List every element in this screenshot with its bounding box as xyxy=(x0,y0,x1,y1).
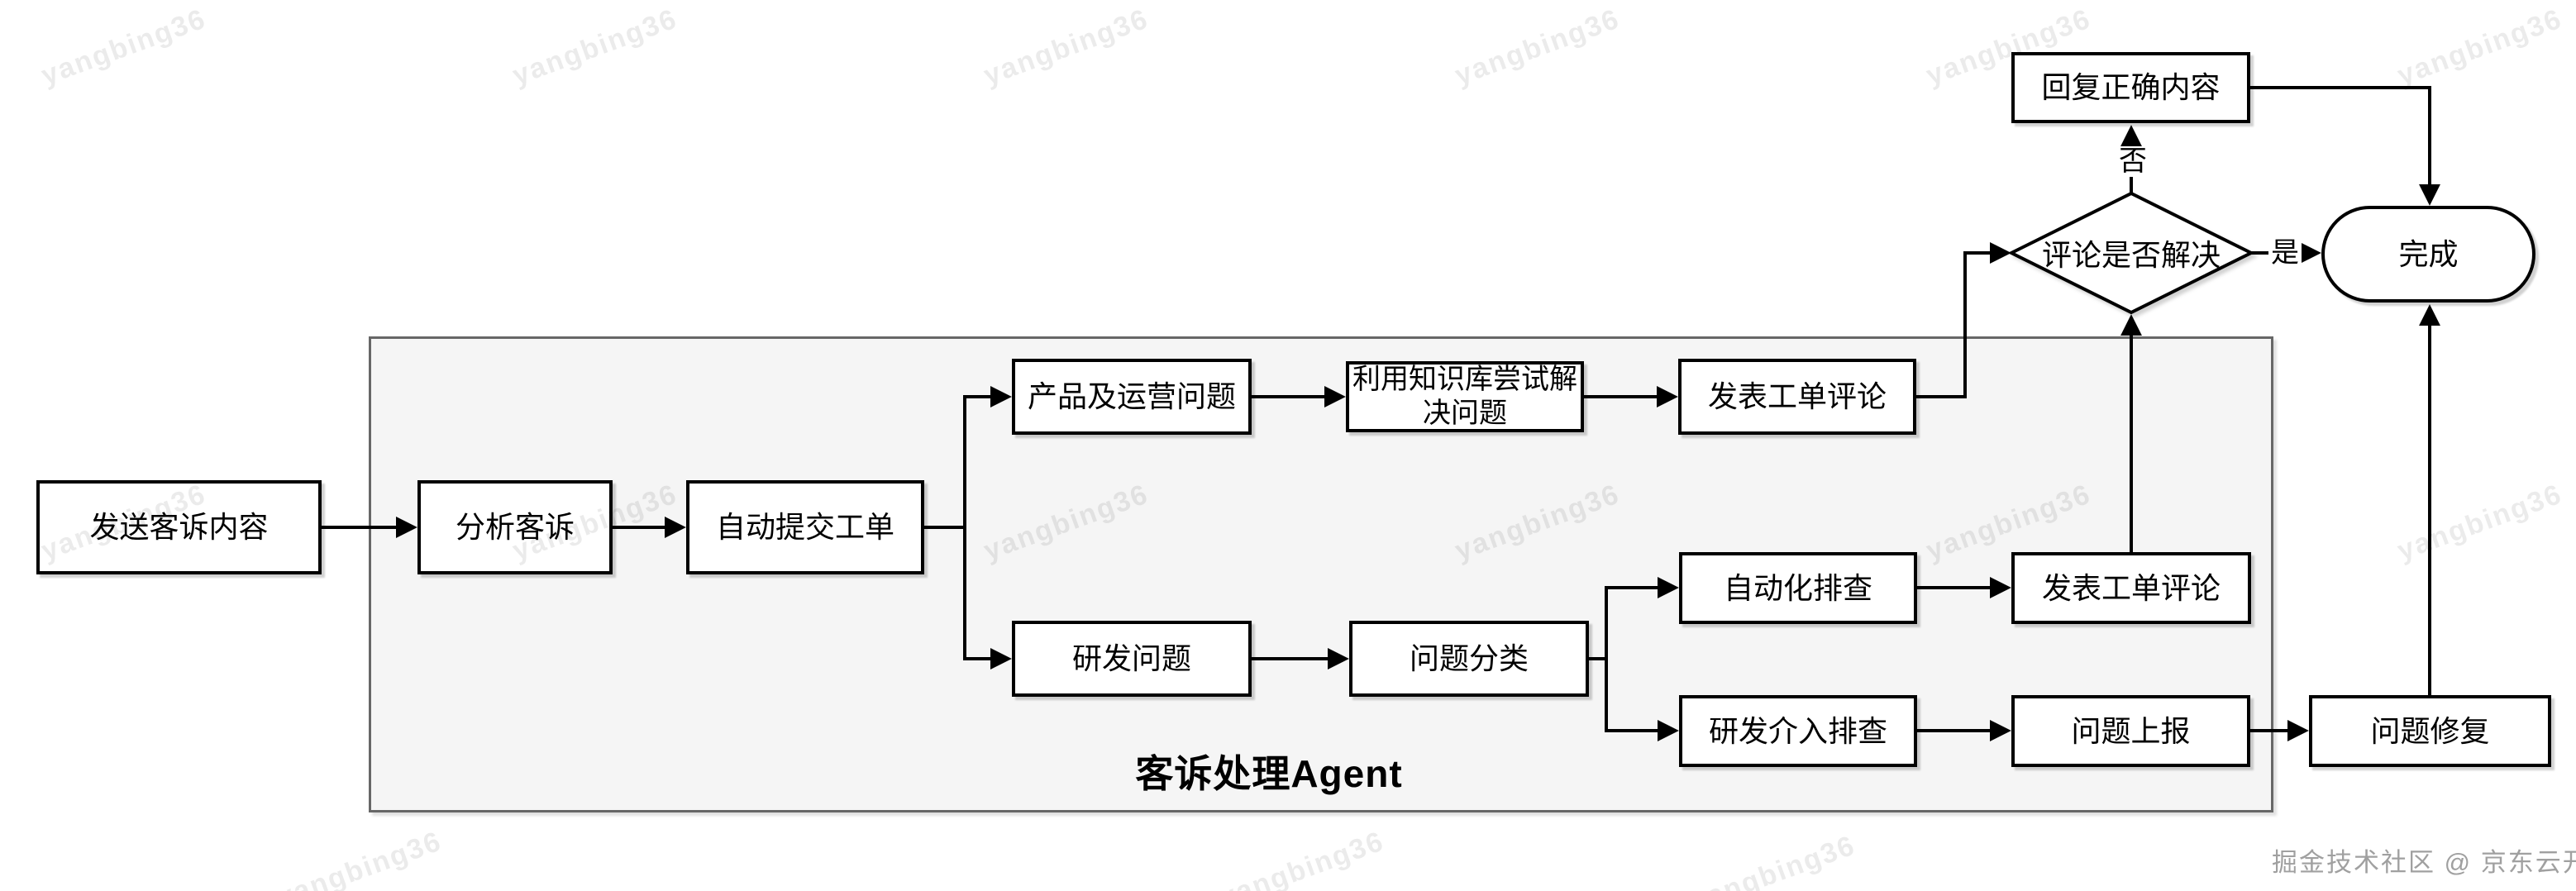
node-issue-fix: 问题修复 xyxy=(2309,695,2551,767)
edge-label-yes: 是 xyxy=(2268,237,2302,269)
node-knowledge-base-try: 利用知识库尝试解决问题 xyxy=(1346,361,1584,432)
edge-classify-auto xyxy=(1589,577,1679,660)
agent-group-title: 客诉处理Agent xyxy=(1135,752,1403,795)
node-done-terminal: 完成 xyxy=(2321,206,2535,303)
edge-label-no: 否 xyxy=(2116,145,2149,178)
edge-reply-done xyxy=(2250,86,2440,206)
node-reply-correct-content: 回复正确内容 xyxy=(2011,52,2250,123)
node-rd-intervention-check: 研发介入排查 xyxy=(1679,695,1917,767)
node-automated-check: 自动化排查 xyxy=(1679,552,1917,624)
node-auto-submit-ticket: 自动提交工单 xyxy=(686,480,924,574)
node-analyze-complaint: 分析客诉 xyxy=(417,480,613,574)
agent-group-container: 客诉处理Agent xyxy=(369,336,2273,812)
edge-submit-product xyxy=(924,386,1012,529)
node-rd-issue: 研发问题 xyxy=(1012,621,1252,697)
edge-classify-rdcheck xyxy=(1605,657,1679,741)
decision-diamond-shape xyxy=(2007,191,2255,315)
node-product-operation-issue: 产品及运营问题 xyxy=(1012,359,1252,435)
footer-credit: 掘金技术社区 @ 京东云开发者 xyxy=(2272,848,2576,877)
node-post-ticket-comment-2: 发表工单评论 xyxy=(2011,552,2251,624)
decision-diamond-label: 评论是否解决 xyxy=(2041,238,2221,272)
node-issue-report: 问题上报 xyxy=(2011,695,2250,767)
node-issue-classify: 问题分类 xyxy=(1349,621,1589,697)
node-post-ticket-comment-1: 发表工单评论 xyxy=(1678,359,1916,435)
edge-submit-rd xyxy=(963,526,1012,669)
edge-comment-decision xyxy=(1916,242,2011,398)
node-send-complaint: 发送客诉内容 xyxy=(36,480,322,574)
